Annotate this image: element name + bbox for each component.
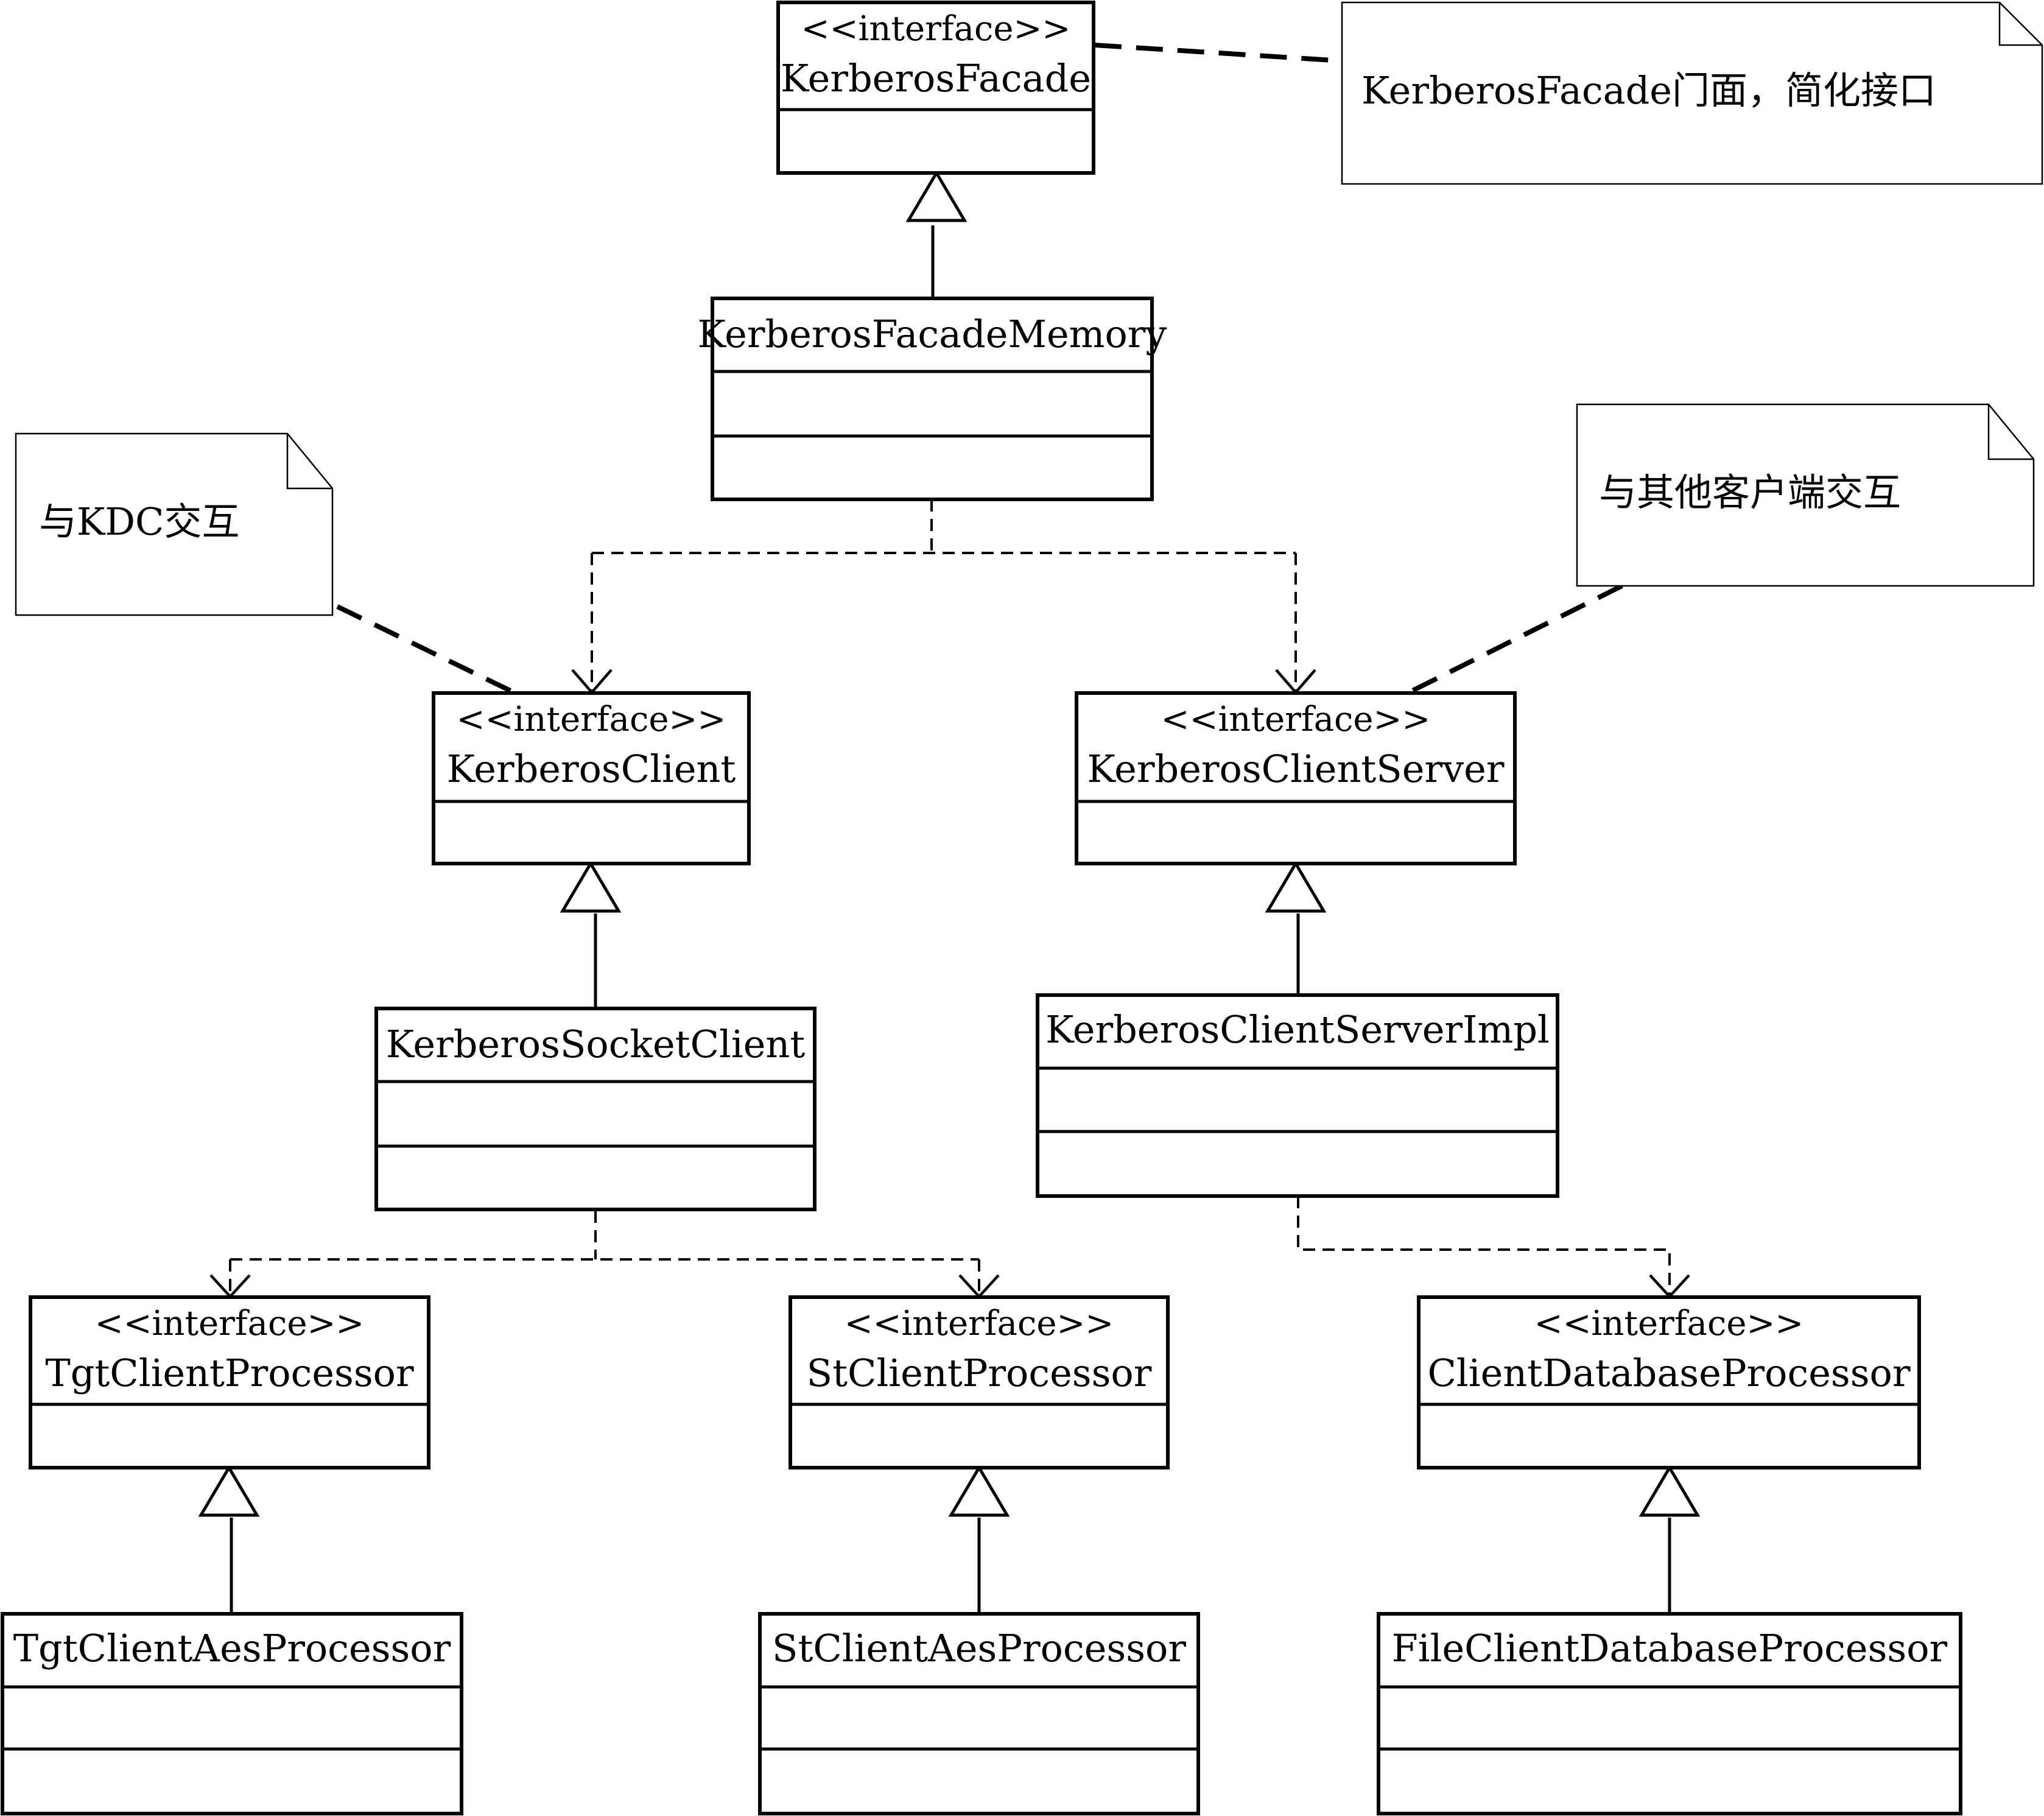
realization-facade-memory-to-facade <box>905 170 968 297</box>
realization-socket-client-to-client <box>560 860 622 1008</box>
class-file-client-database-processor: FileClientDatabaseProcessor <box>1377 1612 1962 1815</box>
class-tgt-client-aes-processor: TgtClientAesProcessor <box>1 1612 463 1815</box>
class-name: KerberosSocketClient <box>386 1022 806 1066</box>
class-kerberos-client-server-impl: KerberosClientServerImpl <box>1036 993 1559 1198</box>
class-name: KerberosClient <box>447 747 736 791</box>
class-kerberos-facade: <<interface>> KerberosFacade <box>776 1 1095 175</box>
note-facade: KerberosFacade门面，简化接口 <box>1341 1 2043 185</box>
class-kerberos-client: <<interface>> KerberosClient <box>432 691 751 865</box>
dependency-socket-client-to-processors <box>209 1211 1000 1299</box>
class-name: StClientProcessor <box>807 1351 1152 1395</box>
class-st-client-processor: <<interface>> StClientProcessor <box>788 1295 1170 1469</box>
note-facade-text: KerberosFacade门面，简化接口 <box>1361 68 1936 113</box>
class-name: TgtClientAesProcessor <box>13 1626 451 1670</box>
dependency-facade-memory-to-clients <box>571 499 1316 695</box>
stereotype-label: <<interface>> <box>845 1304 1114 1343</box>
class-client-database-processor: <<interface>> ClientDatabaseProcessor <box>1417 1295 1921 1469</box>
class-name: ClientDatabaseProcessor <box>1427 1351 1910 1395</box>
class-name: KerberosClientServerImpl <box>1045 1007 1550 1052</box>
stereotype-label: <<interface>> <box>1161 700 1431 739</box>
class-kerberos-socket-client: KerberosSocketClient <box>374 1007 817 1211</box>
stereotype-label: <<interface>> <box>457 700 726 739</box>
realization-server-impl-to-client-server <box>1265 860 1327 994</box>
realization-file-db-to-client-db <box>1638 1465 1701 1613</box>
note-kdc-text: 与KDC交互 <box>39 499 239 544</box>
class-st-client-aes-processor: StClientAesProcessor <box>758 1612 1200 1815</box>
class-kerberos-client-server: <<interface>> KerberosClientServer <box>1075 691 1517 865</box>
class-name: KerberosFacadeMemory <box>698 312 1167 356</box>
stereotype-label: <<interface>> <box>1534 1304 1804 1343</box>
realization-st-aes-to-st <box>948 1465 1010 1613</box>
note-client-server-text: 与其他客户端交互 <box>1599 470 1901 515</box>
stereotype-label: <<interface>> <box>801 9 1071 49</box>
class-kerberos-facade-memory: KerberosFacadeMemory <box>698 297 1167 501</box>
class-name: StClientAesProcessor <box>772 1626 1186 1670</box>
note-anchor-facade <box>1094 43 1343 63</box>
note-anchor-kdc <box>336 604 514 694</box>
stereotype-label: <<interface>> <box>95 1304 365 1343</box>
realization-tgt-aes-to-tgt <box>198 1465 260 1613</box>
class-name: TgtClientProcessor <box>45 1351 414 1395</box>
dependency-server-impl-to-client-db <box>1297 1196 1690 1299</box>
class-name: FileClientDatabaseProcessor <box>1392 1626 1948 1670</box>
class-tgt-client-processor: <<interface>> TgtClientProcessor <box>29 1295 430 1469</box>
note-anchor-client-server <box>1411 583 1623 693</box>
note-kdc: 与KDC交互 <box>15 432 334 616</box>
class-name: KerberosFacade <box>781 56 1091 100</box>
class-name: KerberosClientServer <box>1087 747 1505 791</box>
note-client-server: 与其他客户端交互 <box>1576 403 2035 587</box>
